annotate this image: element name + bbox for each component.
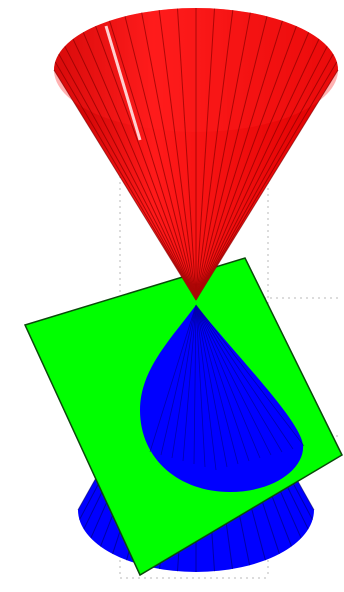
- section-rib: [195, 304, 239, 465]
- upper-cone-rib: [72, 38, 197, 301]
- upper-cone-rib: [195, 26, 297, 301]
- section-rib: [195, 304, 250, 462]
- upper-cone: [53, 8, 339, 301]
- section-rib: [195, 304, 305, 447]
- upper-cone-rib: [195, 46, 328, 301]
- upper-cone-rib: [195, 10, 234, 301]
- upper-cone-rib: [64, 46, 197, 301]
- section-rib: [195, 304, 228, 468]
- section-rib: [182, 304, 197, 462]
- upper-cone-rib: [82, 32, 197, 301]
- section-rib: [171, 304, 197, 459]
- upper-cone-rib: [195, 12, 251, 301]
- upper-cone-rib: [141, 12, 197, 301]
- upper-cone-rib: [177, 8, 197, 301]
- upper-cone-rib: [195, 38, 320, 301]
- section-rib: [195, 304, 294, 450]
- upper-cone-rib: [195, 69, 339, 301]
- section-rib: [195, 304, 283, 453]
- upper-cone-rib: [195, 53, 334, 301]
- section-rib: [193, 304, 197, 465]
- cone-highlight: [104, 25, 142, 141]
- section-rib: [195, 304, 206, 468]
- upper-cone-rib: [54, 61, 197, 301]
- upper-cone-rib: [53, 69, 197, 301]
- upper-cone-rib: [195, 61, 338, 301]
- upper-cone-rib: [124, 16, 197, 301]
- section-rib: [149, 304, 197, 453]
- upper-cone-rib: [195, 8, 215, 301]
- section-rib: [195, 304, 261, 459]
- upper-cone-rib: [195, 32, 310, 301]
- upper-cone-rib: [58, 53, 197, 301]
- upper-cone-rib: [195, 20, 283, 301]
- section-rib: [195, 304, 217, 471]
- section-rib: [160, 304, 197, 456]
- conic-section: [140, 304, 305, 492]
- upper-cone-rib: [195, 16, 268, 301]
- upper-cone-rib: [109, 20, 197, 301]
- upper-cone-rib: [158, 10, 197, 301]
- section-rib: [195, 304, 272, 456]
- upper-cone-rib: [95, 26, 197, 301]
